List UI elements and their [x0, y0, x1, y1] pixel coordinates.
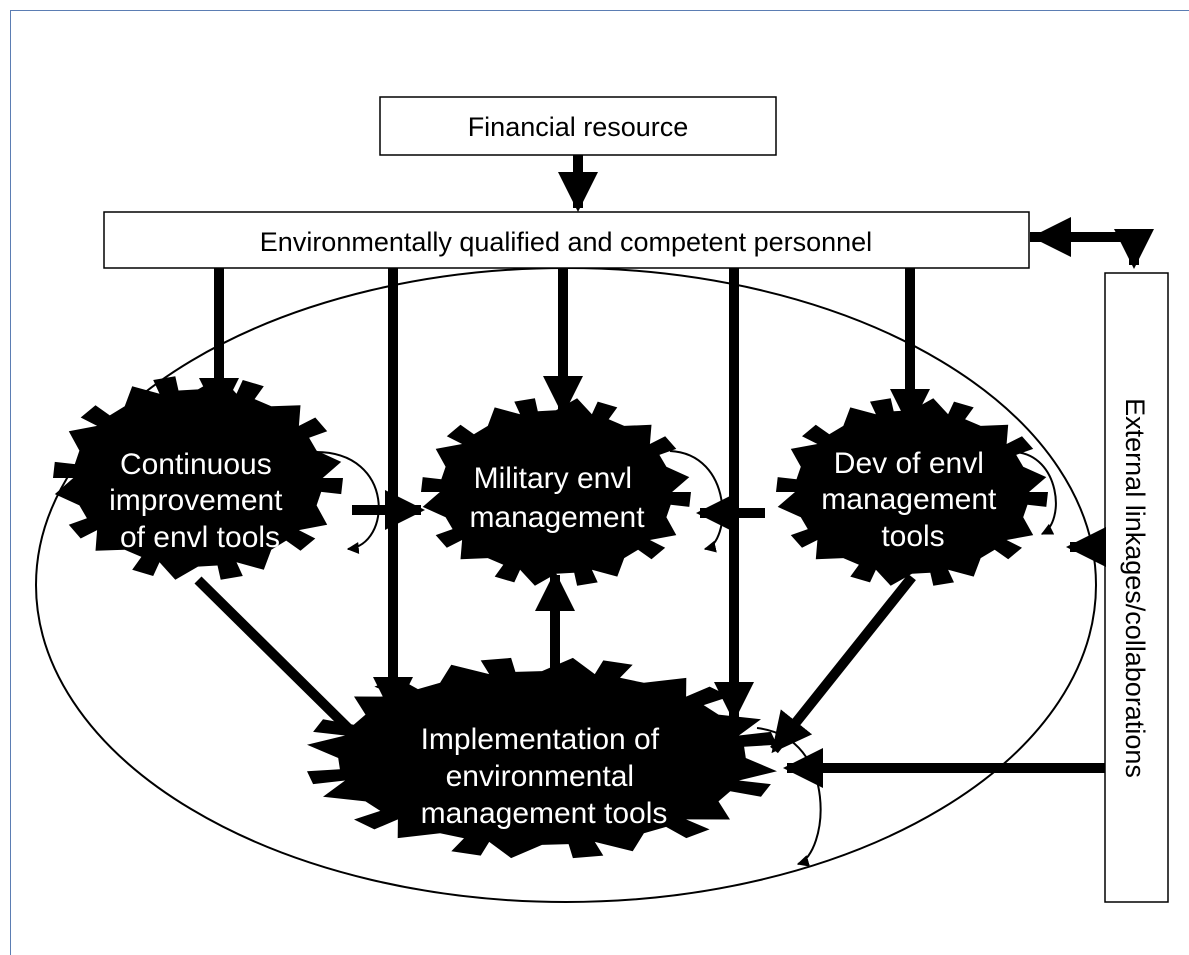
- frame-left-border: [10, 10, 11, 955]
- gear-continuous-label: Continuous improvement of envl tools: [109, 448, 291, 554]
- feedback-loop-military: [669, 450, 724, 553]
- gear-implementation-line-2: environmental: [446, 760, 634, 793]
- frame-top-border: [10, 10, 1189, 11]
- personnel-label: Environmentally qualified and competent …: [260, 227, 872, 257]
- gear-continuous-line-3: of envl tools: [120, 521, 280, 554]
- gear-military-line-1: Military envl: [474, 462, 632, 495]
- arrow-dev-to-implementation: [770, 573, 916, 754]
- box-external-linkages: External linkages/collaborations: [1104, 272, 1169, 903]
- gear-implementation-line-1: Implementation of: [421, 723, 660, 756]
- box-financial-resource: Financial resource: [379, 96, 777, 156]
- gear-dev-line-3: tools: [881, 520, 944, 553]
- feedback-loop-dev: [1014, 451, 1057, 535]
- gear-dev-line-1: Dev of envl: [834, 447, 984, 480]
- gear-military-line-2: management: [469, 501, 645, 534]
- gear-dev-management-tools: Dev of envl management tools: [776, 398, 1048, 586]
- gear-implementation-label: Implementation of environmental manageme…: [421, 723, 668, 830]
- arrow-continuous-to-implementation: [194, 576, 352, 732]
- external-linkages-label: External linkages/collaborations: [1120, 398, 1150, 778]
- gear-continuous-improvement: Continuous improvement of envl tools: [53, 376, 343, 580]
- box-personnel: Environmentally qualified and competent …: [103, 211, 1030, 269]
- arrows-thick: [194, 155, 1154, 788]
- gear-military-label: Military envl management: [469, 462, 645, 534]
- gear-military-management: Military envl management: [421, 398, 691, 586]
- feedback-loops: [315, 450, 1057, 867]
- gear-continuous-line-1: Continuous: [120, 448, 272, 481]
- financial-resource-label: Financial resource: [468, 112, 689, 142]
- feedback-loop-continuous: [315, 451, 380, 554]
- feedback-loop-implementation: [756, 727, 822, 867]
- gear-continuous-line-2: improvement: [109, 484, 283, 517]
- gear-implementation: Implementation of environmental manageme…: [307, 657, 777, 859]
- gear-dev-line-2: management: [821, 483, 997, 516]
- gear-dev-label: Dev of envl management tools: [821, 447, 1004, 553]
- gear-implementation-line-3: management tools: [421, 797, 668, 830]
